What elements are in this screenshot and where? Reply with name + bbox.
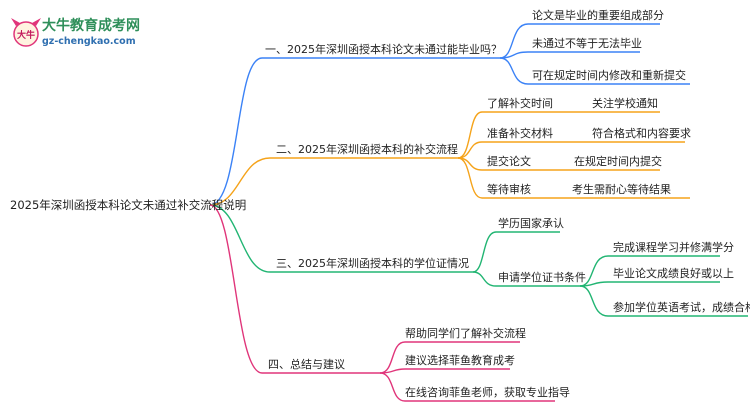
branch-4-label: 四、总结与建议 bbox=[268, 357, 345, 371]
link-b1-c3 bbox=[499, 57, 690, 85]
branch-2-child-2-detail: 符合格式和内容要求 bbox=[592, 126, 691, 140]
connectors bbox=[209, 23, 748, 402]
labels: 2025年深圳函授本科论文未通过补交流程说明 一、2025年深圳函授本科论文未通… bbox=[10, 8, 750, 399]
branch-3-child-2: 申请学位证书条件 bbox=[498, 270, 586, 284]
link-root-b2 bbox=[209, 157, 458, 206]
branch-1-child-2: 未通过不等于无法毕业 bbox=[532, 36, 642, 50]
link-root-b3 bbox=[209, 204, 473, 273]
root-topic: 2025年深圳函授本科论文未通过补交流程说明 bbox=[10, 198, 246, 212]
branch-3-child-1: 学历国家承认 bbox=[498, 216, 564, 230]
mascot-text: 大牛 bbox=[17, 29, 35, 41]
branch-2-child-1: 了解补交时间 bbox=[487, 96, 553, 110]
logo-name: 大牛教育成考网 bbox=[42, 17, 140, 34]
branch-1-child-1: 论文是毕业的重要组成部分 bbox=[532, 8, 664, 22]
branch-2-child-2: 准备补交材料 bbox=[487, 126, 553, 140]
link-b3-c1 bbox=[472, 231, 560, 273]
branch-2-child-4: 等待审核 bbox=[487, 182, 531, 196]
link-b4-c3 bbox=[379, 372, 555, 402]
link-b3-c2 bbox=[472, 271, 580, 287]
branch-2-child-3-detail: 在规定时间内提交 bbox=[574, 154, 662, 168]
link-b3-c2-g1 bbox=[579, 255, 720, 287]
branch-2-child-3: 提交论文 bbox=[487, 154, 531, 168]
link-root-b1 bbox=[209, 57, 500, 206]
link-b4-c2 bbox=[379, 368, 510, 374]
branch-4-child-1: 帮助同学们了解补交流程 bbox=[405, 326, 526, 340]
link-b3-c2-g2 bbox=[579, 281, 720, 287]
branch-1-label: 一、2025年深圳函授本科论文未通过能毕业吗？ bbox=[265, 42, 502, 56]
logo: 大牛 大牛教育成考网 gz-chengkao.com bbox=[11, 17, 140, 47]
branch-3-child-2-detail-2: 毕业论文成绩良好或以上 bbox=[613, 266, 734, 280]
link-b3-c2-g3 bbox=[579, 285, 748, 317]
branch-2-label: 二、2025年深圳函授本科的补交流程 bbox=[276, 142, 458, 156]
link-b2-c4 bbox=[457, 157, 560, 199]
branch-4-child-3: 在线咨询菲鱼老师，获取专业指导 bbox=[405, 385, 570, 399]
mascot-icon: 大牛 bbox=[11, 18, 41, 47]
branch-2-child-4-detail: 考生需耐心等待结果 bbox=[572, 182, 671, 196]
link-b4-c1 bbox=[379, 341, 520, 374]
link-b2-c1 bbox=[457, 111, 560, 159]
link-b1-c2 bbox=[499, 51, 640, 59]
branch-3-label: 三、2025年深圳函授本科的学位证情况 bbox=[276, 256, 469, 270]
link-b2-c2 bbox=[457, 141, 560, 159]
link-b1-c1 bbox=[499, 23, 660, 59]
branch-4-child-2: 建议选择菲鱼教育成考 bbox=[405, 353, 515, 367]
branch-3-child-2-detail-1: 完成课程学习并修满学分 bbox=[613, 240, 734, 254]
branch-2-child-1-detail: 关注学校通知 bbox=[592, 96, 658, 110]
logo-url: gz-chengkao.com bbox=[42, 36, 136, 47]
link-root-b4 bbox=[209, 204, 380, 374]
branch-1-child-3: 可在规定时间内修改和重新提交 bbox=[532, 68, 686, 82]
branch-3-child-2-detail-3: 参加学位英语考试，成绩合格 bbox=[613, 300, 750, 314]
